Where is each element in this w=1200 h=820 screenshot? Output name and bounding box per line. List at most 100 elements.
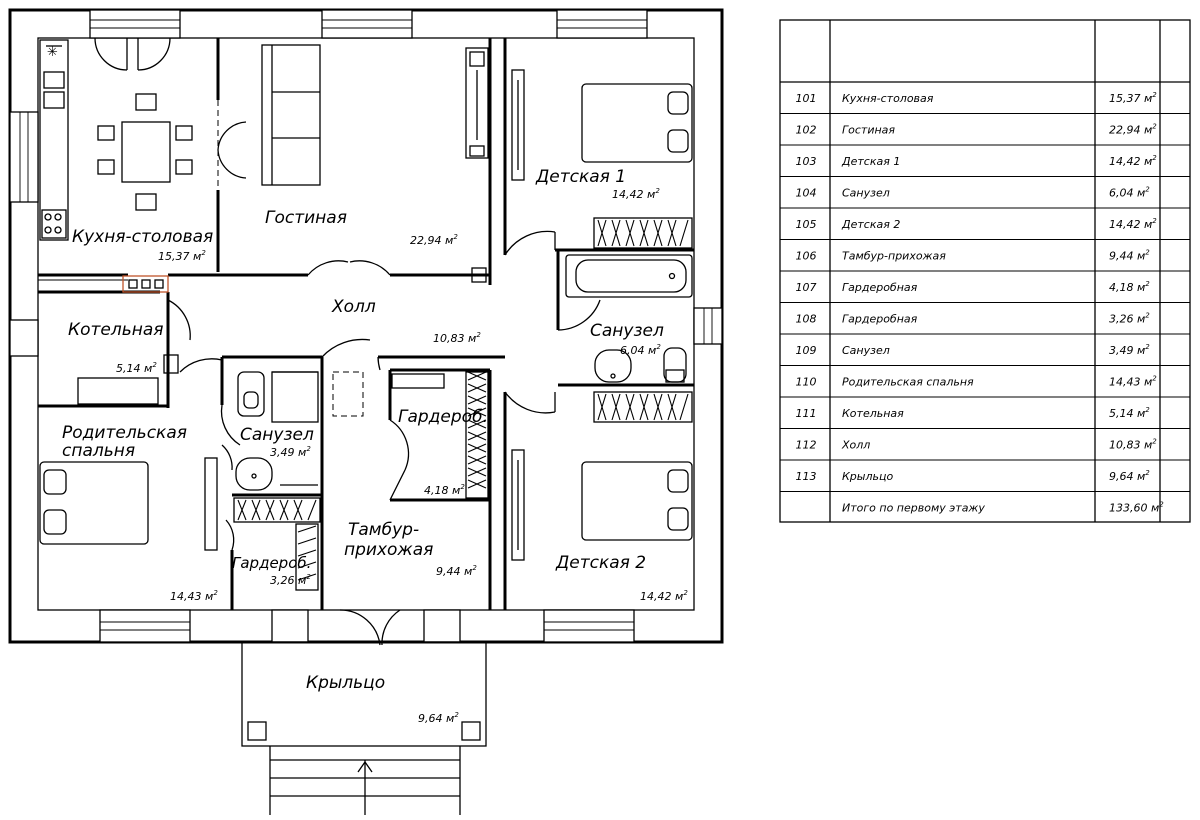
room-area: 22,94 м2 [410,233,458,247]
interior-walls [38,38,694,610]
table-cell-area: 3,26 м2 [1109,311,1150,325]
wardrobe-hatch-1 [593,217,693,249]
table-cell-area: 22,94 м2 [1109,122,1157,136]
bedroom-furniture [39,377,218,551]
room-name: спальня [62,441,135,461]
table-row: 112 Холл 10,83 м2 [780,428,1190,451]
table-row: 106 Тамбур-прихожая 9,44 м2 [780,239,1190,262]
room-name: Санузел [240,425,314,445]
room-name: Детская 1 [535,167,626,187]
table-cell-name: Кухня-столовая [842,92,934,105]
table-cell-name: Санузел [842,344,890,357]
room-area: 14,43 м2 [170,589,218,603]
snowflake-icon: ✳ [47,45,58,60]
doors [94,37,601,646]
table-cell-number: 106 [796,249,817,262]
table-cell-number: 112 [796,438,817,451]
table-cell-number: 104 [796,186,817,199]
room-area: 5,14 м2 [116,361,157,375]
table-cell-area: 3,49 м2 [1109,343,1150,357]
room-name: Котельная [68,320,163,340]
room-labels: Кухня-столовая 15,37 м2 Гостиная 22,94 м… [62,167,688,725]
room-name: Холл [331,297,376,317]
kitchen-furniture [39,39,193,241]
children1-furniture [511,69,693,181]
table-row: 103 Детская 1 14,42 м2 [780,144,1190,168]
room-area: 14,42 м2 [640,589,688,603]
table-cell-area: 10,83 м2 [1109,437,1157,451]
table-cell-number: 101 [796,92,817,105]
room-name: Санузел [590,321,664,341]
table-row: 108 Гардеробная 3,26 м2 [780,302,1190,325]
table-cell-name: Холл [841,438,870,451]
room-area: 14,42 м2 [612,187,660,201]
table-row: Итого по первому этажу 133,60 м2 [780,491,1190,514]
table-cell-area: 15,37 м2 [1109,91,1157,105]
dashed-lines [38,100,364,417]
outer-walls [8,8,724,644]
room-area: 6,04 м2 [620,343,661,357]
table-cell-name: Гардеробная [842,312,918,325]
table-row: 110 Родительская спальня 14,43 м2 [780,365,1190,388]
table-cell-name: Детская 1 [841,155,900,168]
table-row: 101 Кухня-столовая 15,37 м2 [796,91,1158,105]
table-cell-number: 110 [796,375,817,388]
room-area: 15,37 м2 [158,249,206,263]
table-cell-area: 9,64 м2 [1109,469,1150,483]
vent-ducts [122,275,179,374]
room-name: Гардероб. [398,407,488,427]
table-cell-name: Котельная [842,407,904,420]
room-area: 3,26 м2 [270,573,311,587]
room-area: 10,83 м2 [433,331,481,345]
wardrobe-hatch-2 [593,391,693,423]
children2-furniture [511,449,693,561]
table-cell-name: Гардеробная [842,281,918,294]
table-cell-area: 14,42 м2 [1109,154,1157,168]
room-table: 101 Кухня-столовая 15,37 м2 102 Гостиная 22,9… [779,19,1191,523]
table-cell-area: 4,18 м2 [1109,280,1150,294]
table-row: 107 Гардеробная 4,18 м2 [780,270,1190,294]
table-cell-number: 109 [796,344,817,357]
table-row: 105 Детская 2 14,42 м2 [780,207,1190,231]
bathroom-fixtures [565,254,693,383]
table-cell-number: 105 [796,218,817,231]
room-name: Крыльцо [306,673,385,693]
table-cell-area: 6,04 м2 [1109,185,1150,199]
room-name: прихожая [344,540,433,560]
room-area: 9,44 м2 [436,564,477,578]
table-cell-area: 14,43 м2 [1109,374,1157,388]
room-area: 4,18 м2 [424,483,465,497]
table-cell-name: Гостиная [842,123,895,136]
wardrobe-hatch-3 [465,371,489,499]
table-row: 109 Санузел 3,49 м2 [780,333,1190,357]
table-cell-name: Родительская спальня [842,375,974,388]
porch [241,641,487,815]
table-row: 111 Котельная 5,14 м2 [780,396,1190,420]
room-name: Родительская [62,423,187,443]
room-name: Гостиная [265,208,347,228]
room-name: Кухня-столовая [72,227,213,247]
table-row: 104 Санузел 6,04 м2 [780,176,1190,199]
table-cell-number: 103 [796,155,817,168]
table-cell-name: Санузел [842,186,890,199]
room-name: Гардероб. [232,554,311,572]
room-name: Тамбур- [348,520,419,540]
room-name: Детская 2 [555,553,646,573]
room-area: 9,64 м2 [418,711,459,725]
table-cell-name: Тамбур-прихожая [842,249,946,262]
table-cell-number: 108 [796,312,817,325]
table-cell-area: 9,44 м2 [1109,248,1150,262]
table-cell-area: 14,42 м2 [1109,217,1157,231]
table-cell-area: 133,60 м2 [1109,500,1164,514]
table-cell-number: 113 [796,470,817,483]
table-cell-name: Детская 2 [841,218,900,231]
table-cell-area: 5,14 м2 [1109,406,1150,420]
table-cell-number: 107 [796,281,817,294]
table-cell-number: 102 [796,123,817,136]
room-area: 3,49 м2 [270,445,311,459]
table-cell-number: 111 [796,407,817,420]
table-cell-name: Итого по первому этажу [842,501,985,514]
living-furniture [261,44,489,283]
